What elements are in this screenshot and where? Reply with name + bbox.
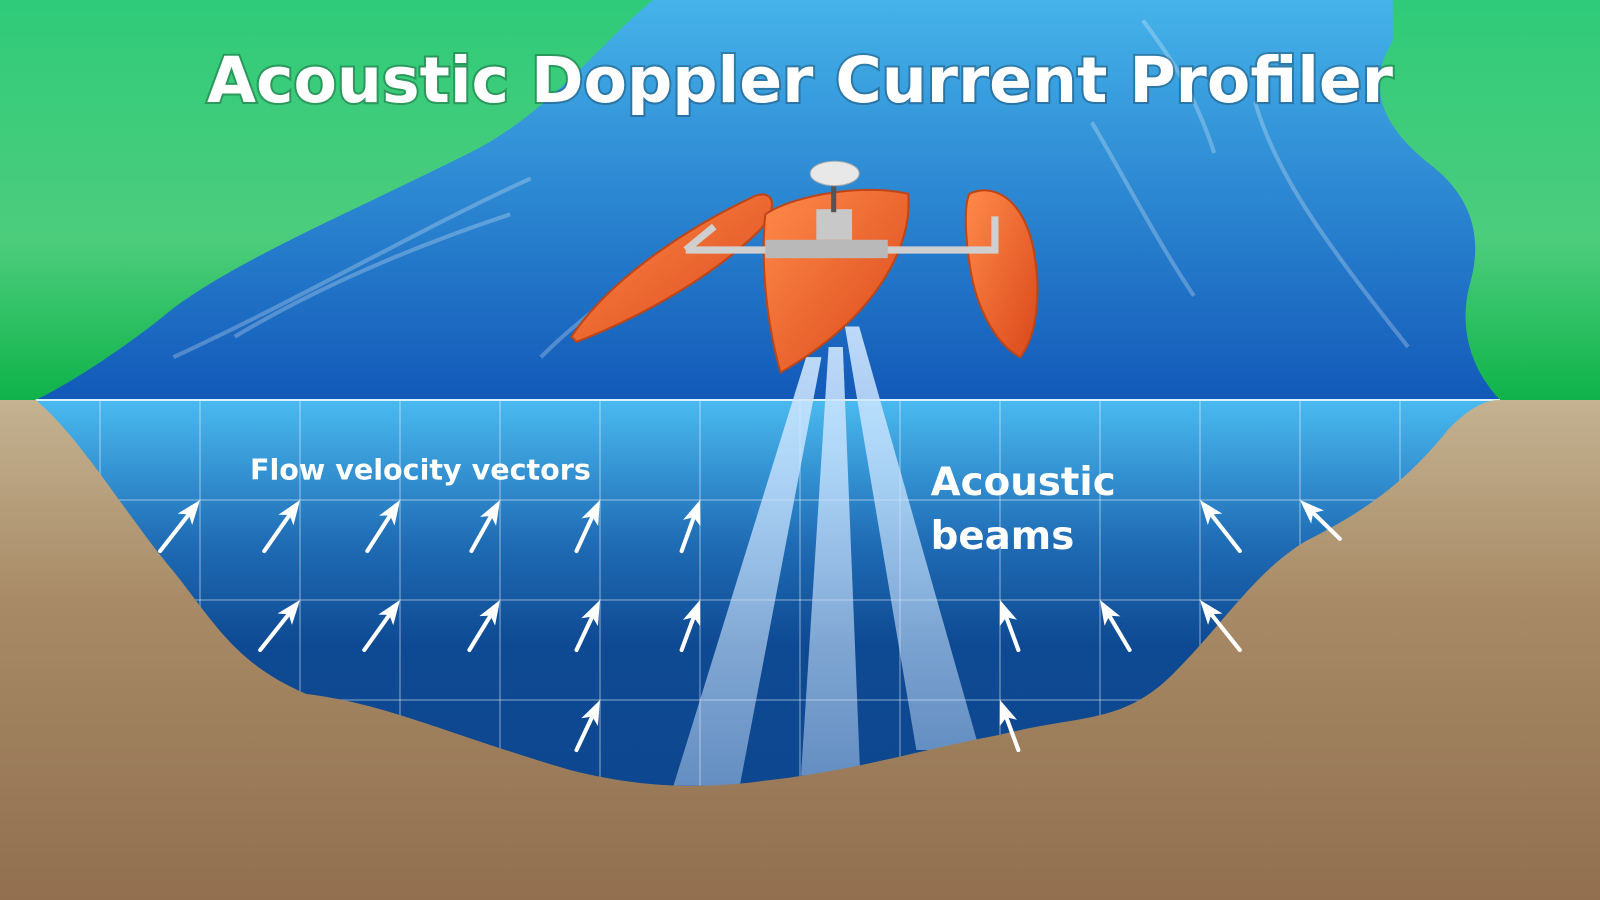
velocity-arrow <box>158 500 200 554</box>
acoustic-beam-right <box>844 326 980 750</box>
instrument-mount <box>765 239 888 259</box>
velocity-arrow <box>679 500 701 554</box>
flow-velocity-vectors <box>158 500 1342 753</box>
acoustic-beams-label-line1: Acoustic <box>931 460 1116 505</box>
velocity-arrow <box>574 600 600 653</box>
adcp-boat <box>570 160 1039 374</box>
velocity-arrow <box>365 500 400 554</box>
right-land <box>1379 0 1600 400</box>
velocity-arrow <box>574 700 600 753</box>
velocity-arrow <box>1200 600 1242 653</box>
acoustic-beams-label-line2: beams <box>931 514 1075 559</box>
left-land <box>0 0 654 400</box>
velocity-arrow <box>1200 500 1242 554</box>
velocity-arrow <box>258 600 300 653</box>
velocity-arrow <box>999 600 1021 653</box>
velocity-arrow <box>1300 500 1342 541</box>
velocity-arrow <box>999 700 1021 753</box>
velocity-arrow <box>679 600 701 653</box>
velocity-arrow <box>1100 600 1132 653</box>
center-hull <box>762 188 910 374</box>
velocity-arrow <box>262 500 300 554</box>
riverbed <box>0 400 1600 900</box>
gps-antenna <box>809 160 860 187</box>
page-title: Acoustic Doppler Current Profiler <box>207 43 1393 117</box>
acoustic-beam-center <box>801 346 861 776</box>
velocity-arrow <box>469 500 500 554</box>
velocity-arrow <box>362 600 400 653</box>
velocity-arrow <box>574 500 600 554</box>
left-pontoon <box>570 193 773 344</box>
flow-vectors-label: Flow velocity vectors <box>250 453 591 487</box>
acoustic-beams <box>673 326 980 786</box>
velocity-arrow <box>467 600 500 653</box>
acoustic-beam-left <box>673 357 822 786</box>
